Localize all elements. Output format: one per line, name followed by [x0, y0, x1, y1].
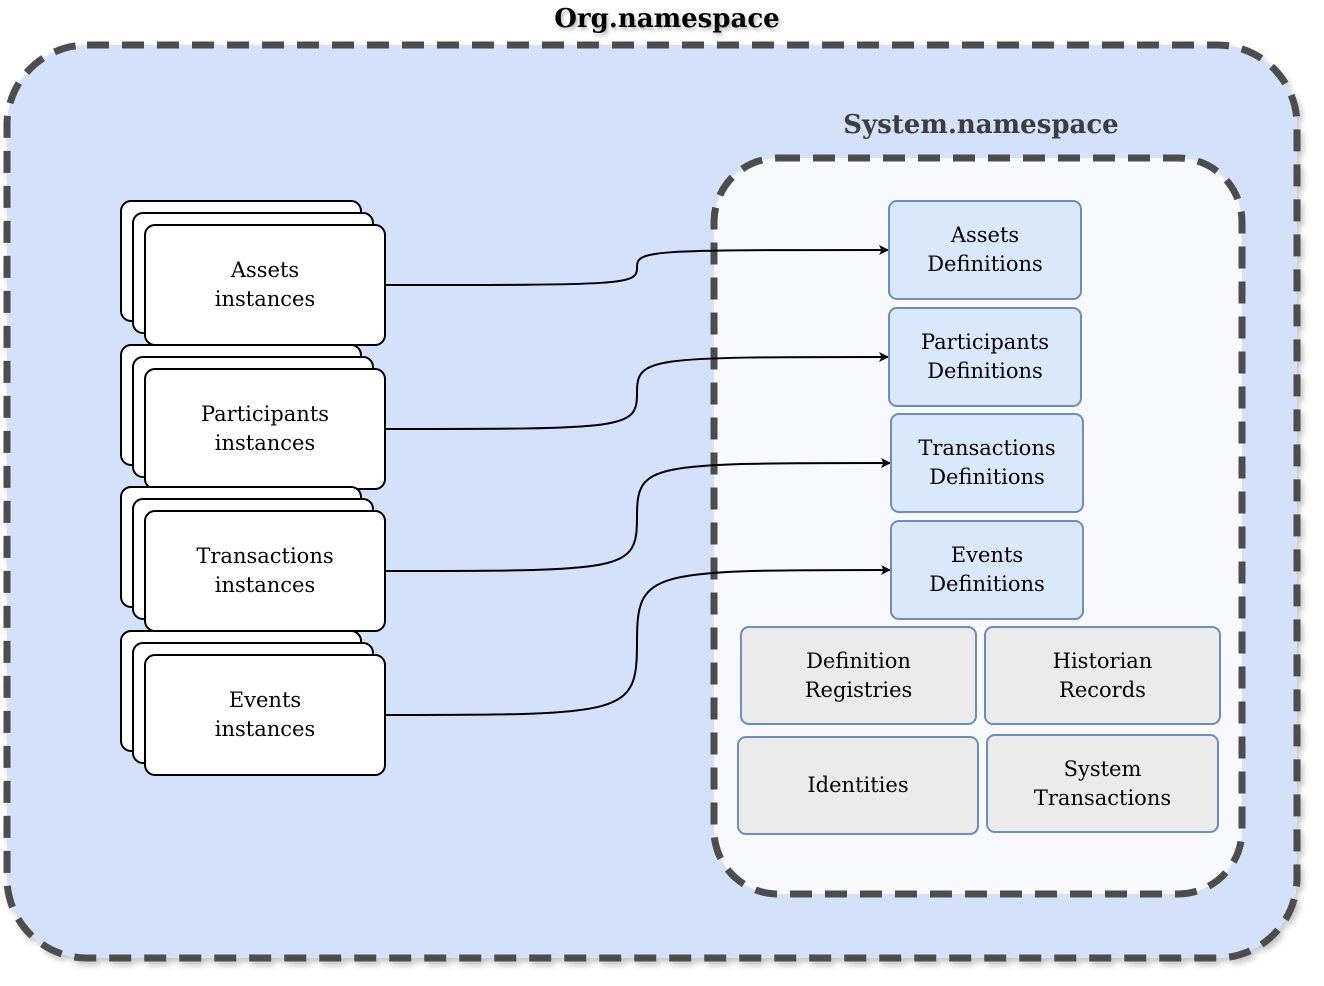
org-namespace-title: Org.namespace	[554, 4, 780, 34]
system-transactions-label: System Transactions	[1033, 756, 1172, 810]
edges-layer	[384, 245, 891, 716]
participants-definitions-box[interactable]	[888, 307, 1082, 407]
identities-box[interactable]	[737, 736, 979, 835]
nodes-layer	[120, 200, 1221, 835]
assets-definitions-label: Assets Definitions	[927, 223, 1043, 276]
events-definitions-box[interactable]	[890, 520, 1084, 620]
system-namespace-title: System.namespace	[843, 110, 1119, 140]
events-instances-card[interactable]	[144, 654, 386, 776]
events-definitions-label: Events Definitions	[929, 543, 1045, 596]
assets-definitions-box[interactable]	[888, 200, 1082, 300]
assets-instances-label: Assets instances	[214, 258, 316, 311]
historian-records-box[interactable]	[984, 626, 1221, 725]
historian-records-label: Historian Records	[1052, 648, 1153, 702]
identities-label: Identities	[807, 773, 909, 797]
transactions-definitions-label: Transactions Definitions	[918, 436, 1056, 489]
participants-instances-label: Participants instances	[200, 402, 330, 455]
edge-participants-instances-to-participants-definitions[interactable]	[384, 352, 889, 430]
definition-registries-box[interactable]	[740, 626, 977, 725]
edge-transactions-instances-to-transactions-definitions[interactable]	[384, 458, 891, 572]
edge-events-instances-to-events-definitions[interactable]	[384, 565, 891, 716]
transactions-definitions-box[interactable]	[890, 413, 1084, 513]
events-instances-label: Events instances	[214, 688, 316, 741]
system-transactions-box[interactable]	[986, 734, 1219, 833]
transactions-instances-label: Transactions instances	[196, 544, 334, 597]
edge-assets-instances-to-assets-definitions[interactable]	[384, 245, 889, 286]
definition-registries-label: Definition Registries	[804, 648, 913, 702]
participants-definitions-label: Participants Definitions	[920, 330, 1050, 383]
